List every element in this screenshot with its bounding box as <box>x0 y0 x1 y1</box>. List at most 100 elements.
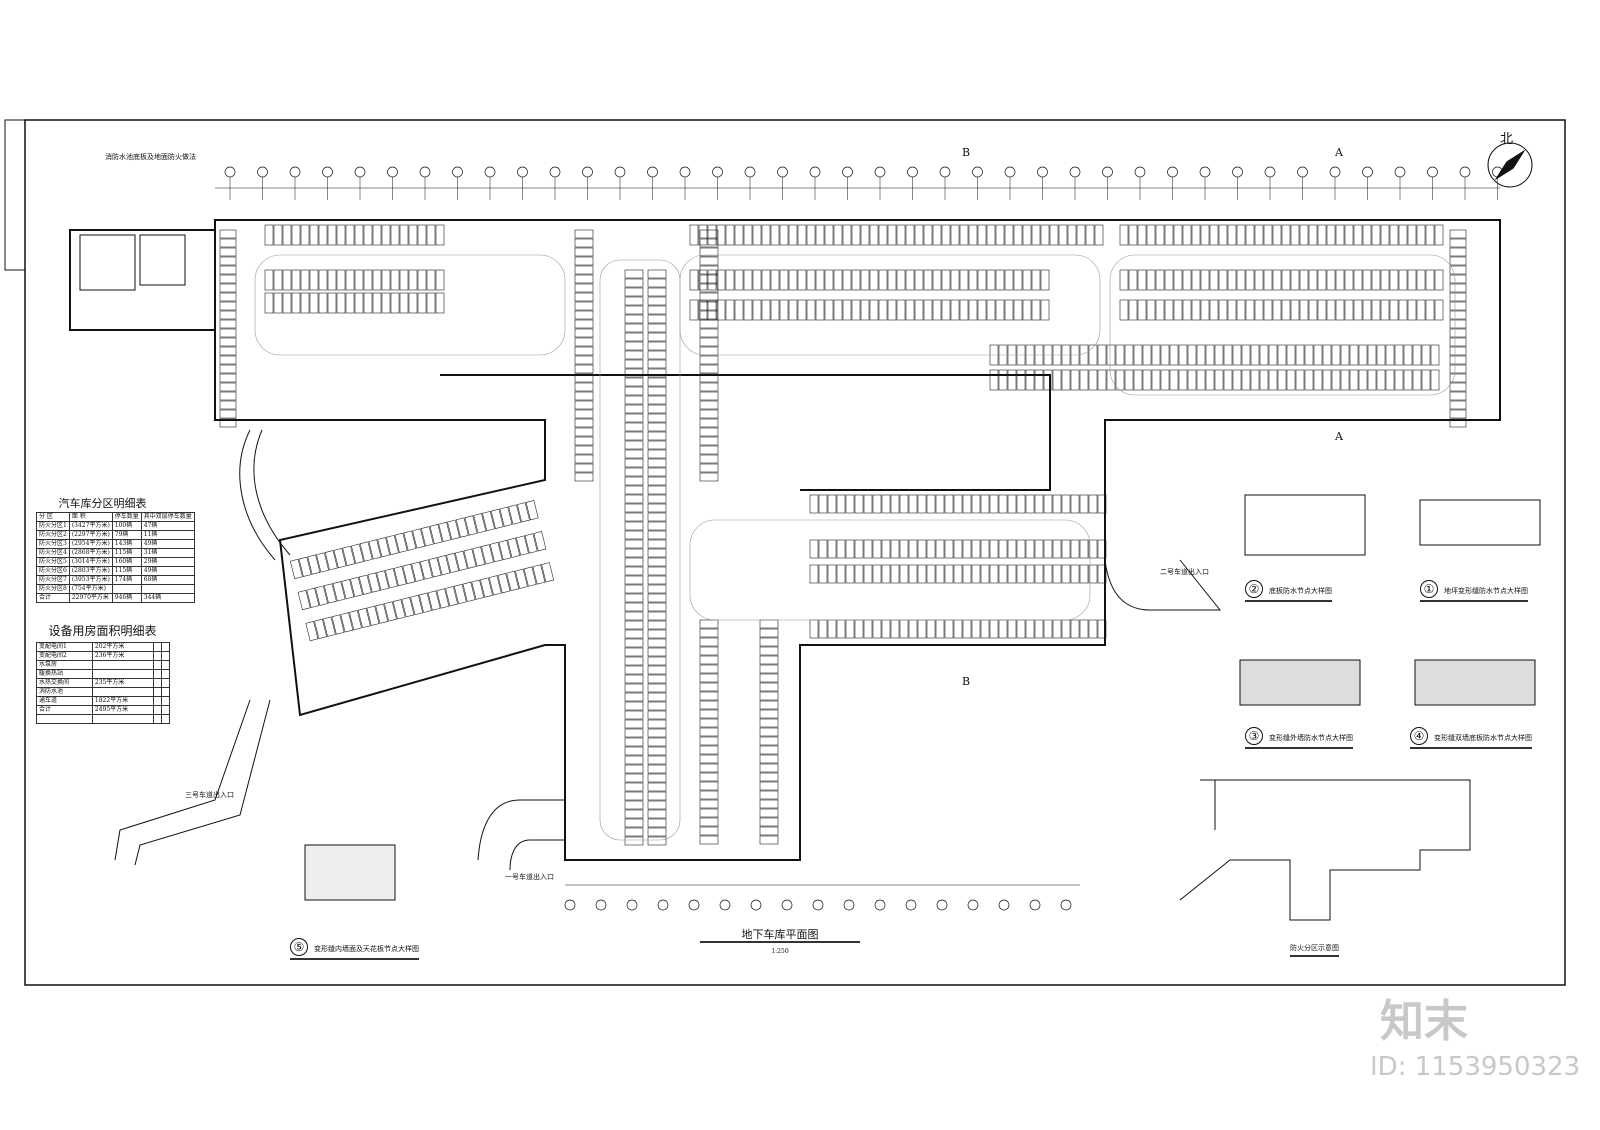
parking-stalls <box>219 224 1467 846</box>
parking-stall <box>1209 224 1219 246</box>
parking-stall <box>824 299 834 321</box>
parking-stall <box>1124 344 1134 366</box>
table-cell <box>160 687 171 697</box>
axis-bubble <box>874 899 886 911</box>
parking-stall <box>624 350 644 360</box>
parking-stall <box>860 269 870 291</box>
parking-stall <box>574 373 594 383</box>
parking-stall <box>759 691 779 701</box>
parking-stall <box>624 656 644 666</box>
parking-stall <box>863 494 873 514</box>
parking-stall <box>624 665 644 675</box>
parking-stall <box>1317 224 1327 246</box>
parking-stall <box>1295 369 1305 391</box>
parking-stall <box>914 299 924 321</box>
parking-stall <box>341 579 355 600</box>
parking-stall <box>1376 369 1386 391</box>
section-marker-a: A <box>1335 430 1343 443</box>
parking-stall <box>1421 369 1431 391</box>
parking-stall <box>734 299 744 321</box>
table-cell <box>160 669 171 679</box>
parking-stall <box>923 299 933 321</box>
top-note: 消防水池底板及地面防火做法 <box>105 153 196 161</box>
parking-stall <box>647 431 667 441</box>
parking-stall <box>1146 299 1156 321</box>
parking-stall <box>1398 224 1408 246</box>
parking-stall <box>699 637 719 647</box>
parking-stall <box>399 224 409 246</box>
parking-stall <box>471 579 485 600</box>
parking-stall <box>481 544 494 565</box>
parking-stall <box>932 299 942 321</box>
parking-stall <box>1119 299 1129 321</box>
parking-stall <box>1449 382 1467 392</box>
parking-stall <box>935 564 945 584</box>
section-marker-b: B <box>962 675 971 688</box>
axis-bubble <box>549 166 561 178</box>
parking-stall <box>1344 299 1354 321</box>
parking-stall <box>624 377 644 387</box>
axis-bubble <box>354 166 366 178</box>
parking-stall <box>836 494 846 514</box>
parking-stall <box>1137 269 1147 291</box>
annex-room <box>139 234 186 286</box>
parking-stall <box>367 572 381 593</box>
parking-stall <box>950 269 960 291</box>
parking-stall <box>357 607 371 629</box>
parking-stall <box>959 224 969 246</box>
table-cell: 235平方米 <box>91 678 155 688</box>
axis-bubble <box>688 899 700 911</box>
parking-stall <box>647 818 667 828</box>
parking-stall <box>624 584 644 594</box>
parking-stall <box>759 808 779 818</box>
parking-stall <box>1412 369 1422 391</box>
parking-stall <box>1034 494 1044 514</box>
parking-stall <box>699 364 719 374</box>
parking-stall <box>699 445 719 455</box>
parking-stall <box>647 557 667 567</box>
axis-bubble <box>843 899 855 911</box>
parking-stall <box>417 224 427 246</box>
parking-stall <box>647 737 667 747</box>
parking-stall <box>574 247 594 257</box>
parking-stall <box>998 619 1008 639</box>
table-cell: 946辆 <box>111 593 142 603</box>
parking-stall <box>1349 344 1359 366</box>
parking-stall <box>647 755 667 765</box>
parking-stall <box>1061 619 1071 639</box>
parking-stall <box>624 575 644 585</box>
parking-stall <box>647 413 667 423</box>
parking-stall <box>1371 299 1381 321</box>
parking-stall <box>1218 269 1228 291</box>
parking-stall <box>647 719 667 729</box>
parking-stall <box>574 418 594 428</box>
parking-stall <box>917 539 927 559</box>
parking-stall <box>219 283 237 293</box>
parking-stall <box>323 583 337 604</box>
parking-stall <box>1097 619 1107 639</box>
parking-stall <box>314 618 328 639</box>
parking-stall <box>219 238 237 248</box>
parking-stall <box>854 539 864 559</box>
parking-stall <box>752 299 762 321</box>
parking-stall <box>1362 224 1372 246</box>
parking-stall <box>377 537 391 558</box>
parking-stall <box>989 539 999 559</box>
parking-stall <box>878 299 888 321</box>
parking-stall <box>923 224 933 246</box>
parking-stall <box>932 224 942 246</box>
parking-stall <box>1052 564 1062 584</box>
parking-stall <box>761 224 771 246</box>
parking-stall <box>1173 299 1183 321</box>
parking-stall <box>989 564 999 584</box>
table-cell: 防火分区7 <box>36 575 70 585</box>
parking-stall <box>759 790 779 800</box>
parking-stall <box>1430 369 1440 391</box>
parking-stall <box>624 566 644 576</box>
parking-stall <box>995 299 1005 321</box>
axis-bubble <box>595 899 607 911</box>
parking-stall <box>699 328 719 338</box>
table-cell: 49辆 <box>140 566 195 576</box>
parking-stall <box>1299 299 1309 321</box>
parking-stall <box>699 283 719 293</box>
